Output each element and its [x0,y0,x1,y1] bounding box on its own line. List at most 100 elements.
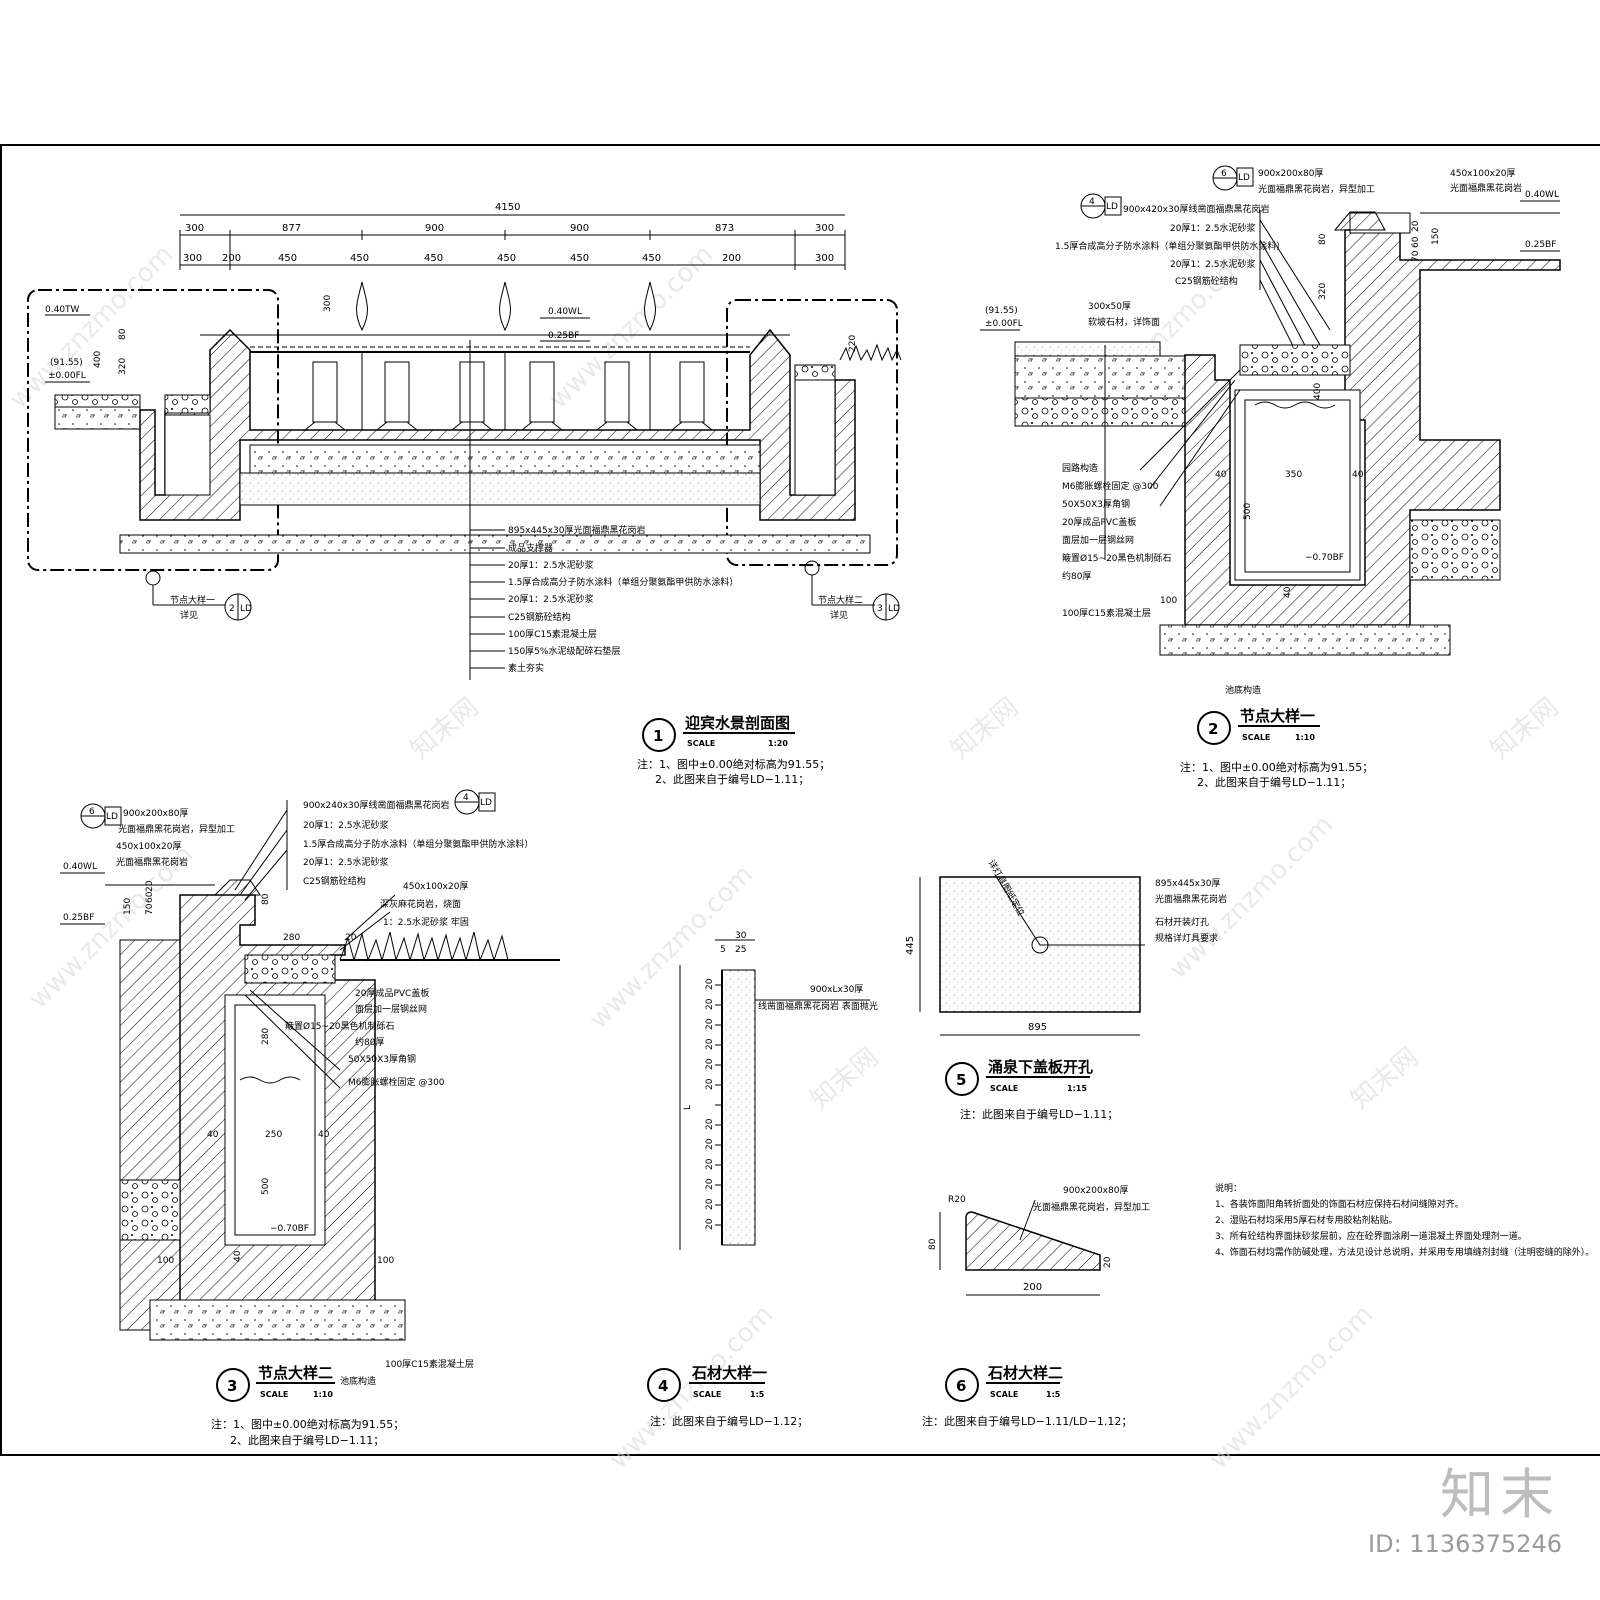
svg-text:900: 900 [425,223,444,234]
svg-text:100: 100 [377,1256,394,1266]
svg-text:(91.55): (91.55) [985,306,1018,316]
svg-text:20: 20 [705,1118,715,1130]
stone-detail-1: 30 5 25 L 20 20 20 20 20 20 20 20 20 20 … [647,931,878,1428]
node-1-left-notes: 园路构造 M6膨胀螺栓固定 @300 50X50X3厚角钢 20厚成品PVC盖板… [1062,345,1261,696]
svg-text:www.znzmo.com: www.znzmo.com [604,1300,779,1475]
svg-text:40: 40 [233,1250,243,1262]
svg-text:20: 20 [1411,220,1421,232]
svg-text:300: 300 [183,253,202,264]
svg-text:节点大样二: 节点大样二 [258,1364,333,1382]
svg-text:6: 6 [956,1377,966,1395]
svg-text:6: 6 [89,807,95,817]
svg-text:簸置Ø15~20黑色机制砾石: 簸置Ø15~20黑色机制砾石 [1062,552,1172,564]
svg-text:LD: LD [1238,173,1250,183]
svg-text:60: 60 [1411,236,1421,248]
svg-text:4: 4 [1089,197,1095,207]
svg-text:20厚1：2.5水泥砂浆: 20厚1：2.5水泥砂浆 [508,593,594,605]
svg-text:0.25BF: 0.25BF [1525,240,1556,250]
svg-text:200: 200 [1023,1282,1042,1293]
svg-text:M6膨胀螺栓固定 @300: M6膨胀螺栓固定 @300 [348,1076,445,1088]
svg-text:C25钢筋砼结构: C25钢筋砼结构 [508,611,571,623]
svg-text:素土夯实: 素土夯实 [508,662,544,674]
layer-notes-2: 20厚1：2.5水泥砂浆 1.5厚合成高分子防水涂料（单组分聚氨酯甲供防水涂料）… [1055,210,1331,361]
id-stamp: ID: 1136375246 [1368,1530,1562,1558]
svg-text:20厚1：2.5水泥砂浆: 20厚1：2.5水泥砂浆 [303,819,389,831]
svg-text:1:5: 1:5 [1046,1390,1061,1399]
section-fountain: 4150 300 877 900 900 873 300 300 200 450… [27,202,902,786]
svg-text:簸置Ø15~20黑色机制砾石: 簸置Ø15~20黑色机制砾石 [285,1020,395,1032]
svg-text:100厚C15素混凝土层: 100厚C15素混凝土层 [508,628,597,640]
svg-text:40: 40 [1215,470,1227,480]
svg-text:LD: LD [480,798,492,808]
title-block-5: 5 涌泉下盖板开孔 SCALE 1:15 注：此图来自于编号LD−1.11； [945,1058,1118,1121]
svg-text:450: 450 [642,253,661,264]
svg-text:20厚1：2.5水泥砂浆: 20厚1：2.5水泥砂浆 [508,559,594,571]
detail-node-2: 6 LD 900x200x80厚 光面福鼎黑花岗岩，异型加工 450x100x2… [60,789,560,1447]
svg-text:1:5: 1:5 [750,1390,765,1399]
svg-text:877: 877 [282,223,301,234]
svg-text:节点大样二: 节点大样二 [818,594,863,606]
detail-ref-2: 节点大样一 详见 2 LD [145,570,252,621]
svg-text:1:20: 1:20 [768,739,788,748]
svg-text:300: 300 [815,253,834,264]
svg-text:石材大样二: 石材大样二 [987,1364,1063,1382]
svg-text:500: 500 [261,1178,271,1195]
svg-text:−0.70BF: −0.70BF [270,1224,309,1234]
svg-text:450x100x20厚: 450x100x20厚 [403,881,468,892]
svg-text:20厚成品PVC盖板: 20厚成品PVC盖板 [1062,516,1136,528]
svg-text:100: 100 [1160,596,1177,606]
svg-text:注：1、图中±0.00绝对标高为91.55；: 注：1、图中±0.00绝对标高为91.55； [637,757,830,771]
svg-text:350: 350 [1285,470,1302,480]
svg-text:C25钢筋砼结构: C25钢筋砼结构 [1175,275,1238,287]
svg-text:光面福鼎黑花岗岩: 光面福鼎黑花岗岩 [1155,893,1227,905]
svg-text:20厚成品PVC盖板: 20厚成品PVC盖板 [355,987,429,999]
svg-text:知末网: 知末网 [805,1042,884,1115]
svg-text:900x200x80厚: 900x200x80厚 [1258,168,1323,179]
tag-ref-6b: 6 LD 900x200x80厚 光面福鼎黑花岗岩，异型加工 [80,803,235,835]
svg-text:20: 20 [705,1058,715,1070]
fountain-jets [356,281,656,332]
svg-text:知末网: 知末网 [1485,692,1564,765]
svg-text:节点大样一: 节点大样一 [170,594,215,606]
svg-text:www.znzmo.com: www.znzmo.com [4,240,179,415]
svg-text:1.5厚合成高分子防水涂料（单组分聚氨酯甲供防水涂料）: 1.5厚合成高分子防水涂料（单组分聚氨酯甲供防水涂料） [508,576,738,588]
svg-text:25: 25 [735,945,746,955]
svg-text:LD: LD [240,604,252,614]
title-block-1: 1 迎宾水景剖面图 SCALE 1:20 注：1、图中±0.00绝对标高为91.… [637,714,830,786]
svg-text:SCALE: SCALE [990,1084,1018,1093]
svg-text:SCALE: SCALE [990,1390,1018,1399]
svg-text:注：1、图中±0.00绝对标高为91.55；: 注：1、图中±0.00绝对标高为91.55； [1180,760,1373,774]
svg-text:光面福鼎黑花岗岩，异型加工: 光面福鼎黑花岗岩，异型加工 [118,823,235,835]
title-block-3: 3 节点大样二 SCALE 1:10 注：1、图中±0.00绝对标高为91.55… [211,1364,404,1447]
svg-text:320: 320 [118,358,128,375]
svg-text:1:10: 1:10 [1295,733,1315,742]
node-1-dims: 80 320 400 350 40 40 500 40 100 20 60 70… [1160,220,1441,606]
node-1-structure [1014,211,1561,656]
level-marks: 0.40TW (91.55) ±0.00FL 0.40WL 0.25BF 300… [45,295,858,383]
svg-text:200: 200 [722,253,741,264]
svg-text:C25钢筋砼结构: C25钢筋砼结构 [303,875,366,887]
svg-text:知末网: 知末网 [405,692,484,765]
dimension-chain-2: 300 200 450 450 450 450 450 450 200 300 [180,253,845,266]
svg-text:50X50X3厚角钢: 50X50X3厚角钢 [1062,498,1130,510]
svg-text:320: 320 [1318,283,1328,300]
svg-text:www.znzmo.com: www.znzmo.com [544,240,719,415]
svg-text:SCALE: SCALE [1242,733,1270,742]
svg-text:280: 280 [261,1028,271,1045]
svg-text:500: 500 [1243,503,1253,520]
svg-text:20: 20 [705,1218,715,1230]
svg-text:20: 20 [705,978,715,990]
svg-text:−0.70BF: −0.70BF [1305,553,1344,563]
layer-notes-3: 20厚1：2.5水泥砂浆 1.5厚合成高分子防水涂料（单组分聚氨酯甲供防水涂料）… [234,800,533,901]
svg-text:20: 20 [705,1198,715,1210]
svg-text:0.40WL: 0.40WL [548,307,582,317]
svg-text:成品支撑器: 成品支撑器 [508,542,553,554]
svg-text:详见: 详见 [180,609,198,621]
stone-detail-2: R20 80 200 20 900x200x80厚 光面福鼎黑花岗岩，异型加工 … [922,1185,1150,1428]
svg-text:20厚1：2.5水泥砂浆: 20厚1：2.5水泥砂浆 [303,856,389,868]
svg-text:60: 60 [145,891,155,903]
svg-text:说明：: 说明： [1215,1182,1242,1194]
svg-text:光面福鼎黑花岗岩: 光面福鼎黑花岗岩 [116,856,188,868]
svg-text:面层加一层钢丝网: 面层加一层钢丝网 [355,1003,427,1015]
svg-text:0.40TW: 0.40TW [45,305,80,315]
